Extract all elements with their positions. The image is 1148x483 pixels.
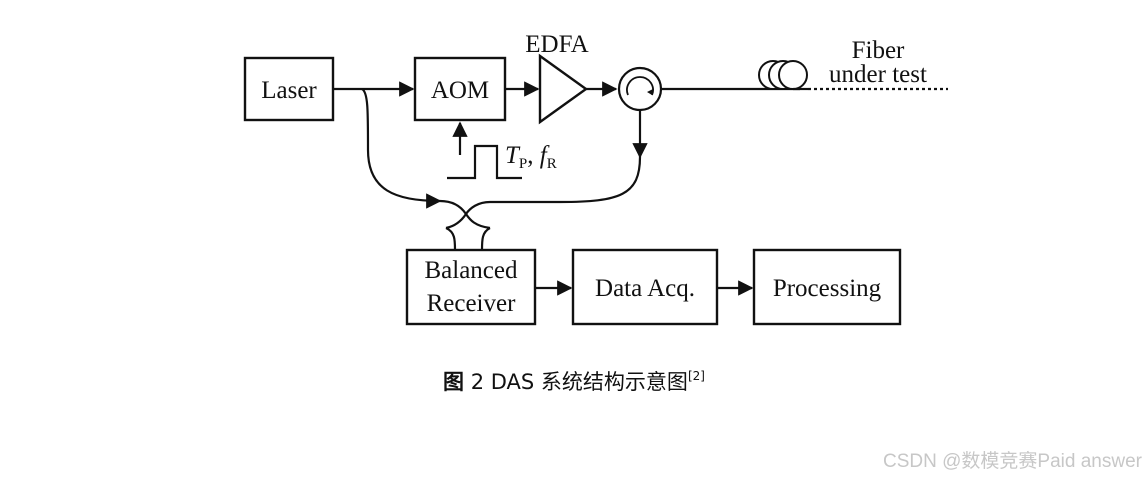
backscatter-path: [490, 156, 642, 204]
data-acq-block: Data Acq.: [571, 248, 719, 326]
laser-block: Laser: [243, 56, 335, 122]
data-acq-label: Data Acq.: [595, 275, 695, 302]
balanced-label-line2: Receiver: [427, 290, 517, 317]
edfa-label: EDFA: [525, 31, 588, 58]
fiber-spool-icon: [758, 60, 808, 91]
caption-reference: [2]: [687, 369, 705, 383]
pulse-signal: TP, fR: [447, 121, 557, 180]
edfa-amplifier: EDFA: [525, 31, 589, 125]
aom-block: AOM: [413, 56, 507, 122]
circulator: [617, 66, 663, 112]
caption-text: 2 DAS 系统结构示意图: [464, 370, 688, 394]
lo-tap-line: [361, 88, 442, 209]
pulse-params: TP, fR: [505, 142, 557, 172]
aom-label: AOM: [431, 77, 489, 104]
balanced-label-line1: Balanced: [424, 257, 518, 284]
edfa-triangle: [538, 53, 589, 125]
csdn-watermark: CSDN @数模竞赛Paid answer: [883, 451, 1142, 472]
processing-block: Processing: [752, 248, 902, 326]
circulator-arrow-icon: [626, 76, 654, 96]
fiber-coupler: [439, 199, 491, 251]
processing-label: Processing: [773, 275, 882, 302]
figure-caption: 图 2 DAS 系统结构示意图[2]: [0, 366, 1148, 396]
fiber-label-line1: Fiber: [852, 37, 905, 64]
balanced-receiver-block: Balanced Receiver: [405, 248, 537, 326]
caption-prefix: 图: [443, 370, 465, 394]
pulse-waveform: [447, 144, 522, 180]
laser-label: Laser: [261, 77, 317, 104]
fiber-label-line2: under test: [829, 61, 927, 88]
